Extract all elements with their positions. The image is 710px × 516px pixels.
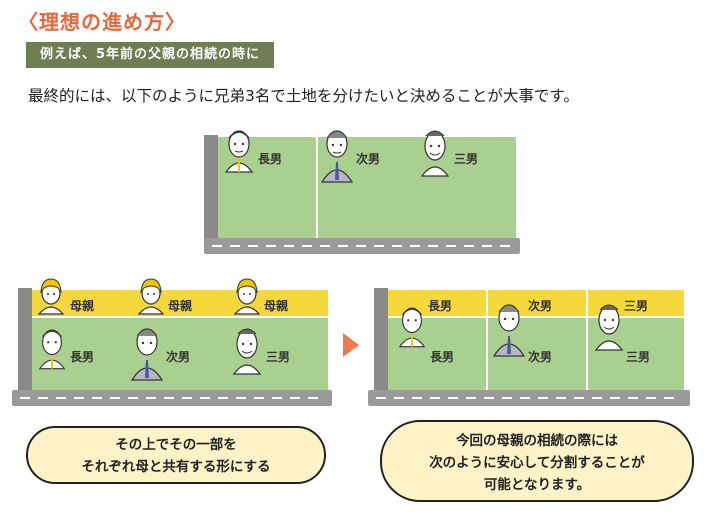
plot-label: 三男	[266, 350, 291, 364]
mother-icon	[137, 278, 165, 315]
mother-share-strip	[32, 290, 328, 316]
plot-label: 次男	[528, 299, 553, 313]
eldest-son-icon	[224, 130, 254, 173]
bubble-line: 次のように安心して分割することが	[429, 455, 645, 471]
lead-text: 最終的には、以下のように兄弟3名で土地を分けたいと決めることが大事です。	[28, 87, 579, 105]
plot-label: 長男	[258, 152, 283, 166]
third-son-icon	[594, 304, 624, 351]
plot-label: 次男	[166, 350, 191, 364]
explanation-bubble-left: その上でその一部を それぞれ母と共有する形にする	[26, 426, 326, 484]
road	[12, 390, 332, 406]
plot-label: 三男	[454, 152, 479, 166]
wall	[204, 135, 218, 245]
mother-label: 母親	[264, 299, 289, 313]
second-son-icon	[130, 328, 164, 381]
mother-label: 母親	[70, 299, 95, 313]
wall	[18, 288, 32, 398]
plot-label: 次男	[528, 350, 553, 364]
eldest-son-icon	[398, 307, 426, 348]
page-title: 〈理想の進め方〉	[18, 10, 186, 34]
mother-label: 母親	[168, 299, 193, 313]
land-plot	[32, 318, 328, 390]
plot-label: 次男	[356, 152, 381, 166]
plot-label: 長男	[428, 299, 453, 313]
bubble-line: 今回の母親の相続の際には	[456, 433, 618, 449]
road	[368, 390, 690, 406]
mother-icon	[37, 278, 65, 315]
plot-divider	[586, 290, 588, 390]
bubble-line: 可能となります。	[483, 477, 591, 493]
explanation-bubble-right: 今回の母親の相続の際には 次のように安心して分割することが 可能となります。	[380, 420, 694, 502]
third-son-icon	[232, 328, 262, 375]
mother-icon	[233, 278, 261, 315]
plot-divider	[316, 137, 318, 239]
plot-label: 三男	[626, 350, 651, 364]
ownership-strip	[388, 290, 684, 316]
plot-label: 三男	[624, 299, 649, 313]
third-son-icon	[420, 130, 450, 177]
land-plot	[218, 137, 516, 239]
subtitle-badge: 例えば、5年前の父親の相続の時に	[26, 42, 275, 68]
plot-divider	[486, 290, 488, 390]
plot-label: 長男	[430, 350, 455, 364]
arrow-right-icon	[343, 333, 359, 357]
bubble-line: その上でその一部を	[115, 437, 237, 453]
plot-label: 長男	[70, 350, 95, 364]
second-son-icon	[320, 130, 354, 183]
second-son-icon	[492, 304, 526, 357]
bubble-line: それぞれ母と共有する形にする	[81, 459, 271, 475]
land-plot	[388, 318, 684, 390]
eldest-son-icon	[38, 329, 66, 370]
road	[204, 238, 520, 254]
wall	[374, 288, 388, 398]
